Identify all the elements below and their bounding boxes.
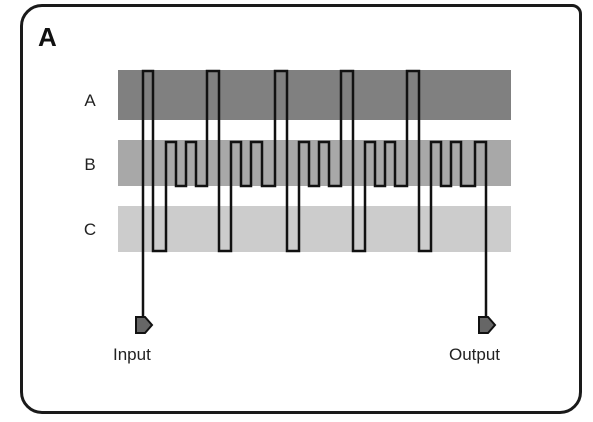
output-terminal (478, 316, 497, 334)
input-label: Input (113, 345, 151, 364)
row-label-c: C (83, 220, 97, 239)
layer-band-a (118, 70, 511, 120)
panel-label: A (38, 22, 57, 52)
row-label-a: A (84, 91, 96, 110)
input-terminal (135, 316, 154, 334)
output-label: Output (449, 345, 501, 364)
layer-band-c (118, 206, 511, 252)
row-label-b: B (84, 155, 96, 174)
layer-band-b (118, 140, 511, 186)
serpentine-wire (141, 69, 488, 322)
